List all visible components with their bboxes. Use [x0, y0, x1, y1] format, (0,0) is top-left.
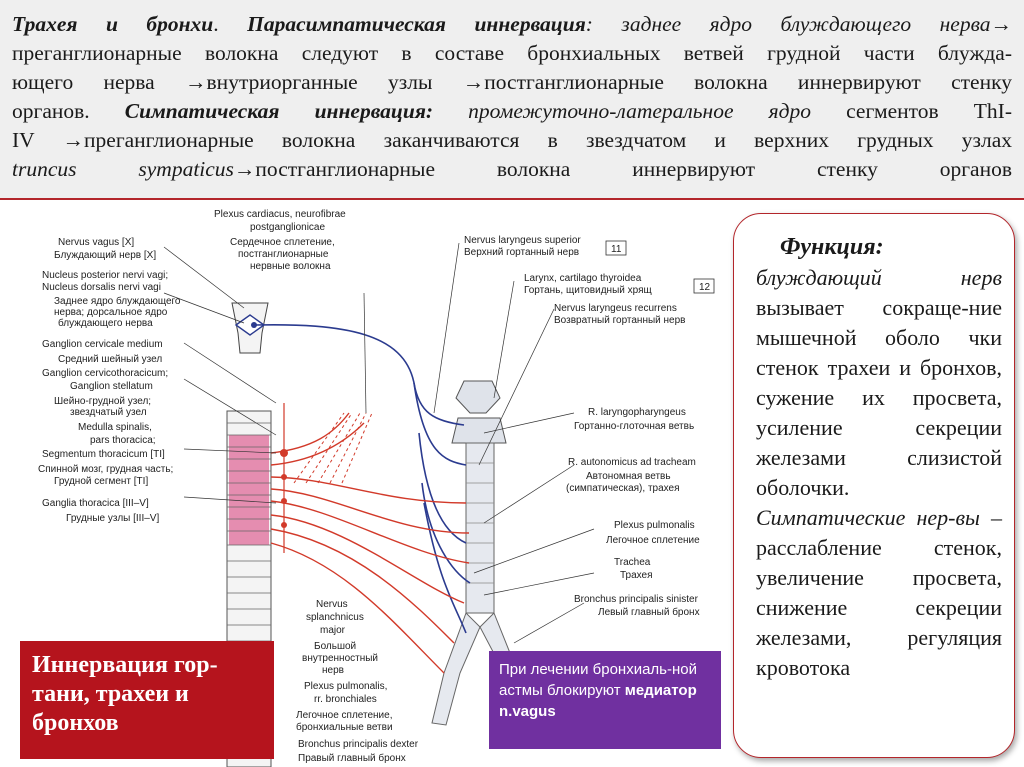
sympathetic-label: Симпатическая иннервация: — [124, 99, 434, 123]
postganglionic-text: →постганглионарные волокна иннервируют с… — [233, 157, 1012, 181]
label-pulmonary-plexus-bottom-ru: Легочное сплетение, — [296, 710, 392, 721]
right-labels: Nervus laryngeus superior Верхний гортан… — [464, 235, 715, 618]
label-rr-bronchiales: rr. bronchiales — [314, 694, 377, 705]
asthma-note-box: При лечении бронхиаль-ной астмы блокирую… — [489, 651, 721, 749]
bottom-labels: Nervus splanchnicus major Большой внутре… — [296, 599, 419, 764]
header-line-5: IV →преганглионарные волокна заканчивают… — [12, 128, 1012, 152]
header-line-6: truncus sympaticus→постганглионарные вол… — [12, 155, 1012, 184]
label-ganglion-cervicothoracicum: Ganglion cervicothoracicum; — [42, 368, 168, 379]
vagus-effects-text: вызывает сокраще-ние мышечной оболо чки … — [756, 295, 1002, 500]
label-recurrent-laryngeal-ru: Возвратный гортанный нерв — [554, 315, 686, 326]
title-separator: . — [213, 12, 248, 36]
vagus-italic: блуждающий нерв — [756, 265, 1002, 290]
top-labels: Plexus cardiacus, neurofibrae postgangli… — [214, 209, 346, 272]
label-plexus-pulmonalis-rr: Plexus pulmonalis, — [304, 681, 387, 692]
header-line-2: преганглионарные волокна следуют в соста… — [12, 41, 1012, 65]
segments-text: сегментов ThI- — [811, 99, 1012, 123]
label-thyroid-cartilage-ru: Гортань, щитовидный хрящ — [524, 285, 652, 296]
ref-box-12 — [693, 278, 715, 294]
label-major: major — [320, 625, 346, 636]
label-autonomic-branch-ru: Автономная ветвь — [586, 471, 671, 482]
label-laryngopharyngeal-ru: Гортанно-глоточная ветвь — [574, 421, 694, 432]
innervation-caption-box: Иннервация гор-тани, трахеи и бронхов — [20, 641, 274, 759]
label-sympathetic-trachea-ru: (симпатическая), трахея — [566, 483, 680, 494]
label-visceral-ru: внутренностный — [302, 653, 378, 664]
label-laryngeus-recurrens: Nervus laryngeus recurrens — [554, 303, 677, 314]
label-nerve-ru: нерв — [322, 665, 344, 676]
label-nucleus-posterior: Nucleus posterior nervi vagi; — [42, 270, 168, 281]
label-postganglionicae: postganglionicae — [250, 222, 325, 233]
label-plexus-cardiacus: Plexus cardiacus, neurofibrae — [214, 209, 346, 220]
ref-number-11: 11 — [611, 244, 622, 255]
header-line-1: Трахея и бронхи. Парасимпатическая иннер… — [12, 10, 1012, 39]
nucleus-text: промежуточно-латеральное ядро — [433, 99, 811, 123]
function-text: блуждающий нерв вызывает сокраще-ние мыш… — [756, 263, 1002, 683]
label-thoracic-ganglia-ru: Грудные узлы [III–V] — [66, 513, 159, 524]
cardiac-plexus-fibers — [293, 412, 373, 484]
parasympathetic-text: : заднее ядро блуждающего нерва→ — [585, 12, 1013, 36]
header-line-4: органов. Симпатическая иннервация: проме… — [12, 97, 1012, 126]
label-autonomicus-tracheam: R. autonomicus ad tracheam — [568, 457, 696, 468]
label-larynx-thyroidea: Larynx, cartilago thyroidea — [524, 273, 642, 284]
asthma-note-text: При лечении бронхиаль-ной астмы блокирую… — [499, 661, 697, 699]
label-nervus-vagus: Nervus vagus [X] — [58, 237, 134, 248]
header-text-block: Трахея и бронхи. Парасимпатическая иннер… — [0, 0, 1024, 200]
ref-number-12: 12 — [699, 282, 711, 293]
function-title: Функция: — [780, 234, 884, 260]
innervation-diagram: Nervus vagus [X] Блуждающий нерв [X] Nuc… — [14, 203, 720, 767]
label-splanchnicus: splanchnicus — [306, 612, 364, 623]
label-cardiac-plexus-ru: Сердечное сплетение, — [230, 237, 335, 248]
label-laryngeus-superior: Nervus laryngeus superior — [464, 235, 581, 246]
vagus-nerves — [253, 323, 471, 634]
left-labels: Nervus vagus [X] Блуждающий нерв [X] Nuc… — [38, 237, 181, 524]
label-laryngopharyngeus: R. laryngopharyngeus — [588, 407, 686, 418]
header-line-3: ющего нерва →внутриорганные узлы →постга… — [12, 70, 1012, 94]
label-right-bronchus-ru: Правый главный бронх — [298, 752, 406, 764]
label-bronchus-sinister: Bronchus principalis sinister — [574, 594, 699, 605]
label-postganglionic-ru: постганглионарные — [238, 249, 329, 260]
label-nerve-fibers-ru: нервные волокна — [250, 261, 331, 272]
label-ganglion-cervicale-medium: Ganglion cervicale medium — [42, 339, 163, 350]
sympathetic-italic: Симпатические нер-вы — [756, 505, 980, 530]
label-nervus: Nervus — [316, 599, 348, 610]
sympathetic-effects-text: – расслабление стенок, увеличение просве… — [756, 505, 1002, 680]
brainstem — [231, 302, 269, 354]
topic-title: Трахея и бронхи — [12, 12, 214, 36]
label-left-bronchus-ru: Левый главный бронх — [598, 606, 700, 618]
label-bronchus-dexter: Bronchus principalis dexter — [298, 739, 419, 750]
ref-box-11 — [605, 240, 627, 256]
label-posterior-nucleus-ru: Заднее ядро блуждающего — [54, 295, 181, 307]
label-dorsal-nucleus-ru: нерва; дорсальное ядро — [54, 307, 168, 318]
parasympathetic-label: Парасимпатическая иннервация — [247, 12, 586, 36]
label-superior-laryngeal-ru: Верхний гортанный нерв — [464, 247, 579, 258]
mediator-bold-text: медиатор n.vagus — [499, 682, 697, 720]
label-thoracic-segment-ru: Грудной сегмент [TI] — [54, 476, 148, 487]
diagram-svg: Nervus vagus [X] Блуждающий нерв [X] Nuc… — [38, 209, 715, 767]
label-bronchial-branches-ru: бронхиальные ветви — [296, 721, 393, 733]
function-box: Функция: блуждающий нерв вызывает сокращ… — [733, 213, 1015, 758]
label-segmentum-thoracicum: Segmentum thoracicum [TI] — [42, 449, 165, 460]
label-pulmonary-plexus-ru: Легочное сплетение — [606, 535, 700, 546]
label-cervicothoracic-ru: Шейно-грудной узел; — [54, 396, 151, 407]
label-trachea: Trachea — [614, 557, 651, 568]
label-stellate-ru: звездчатый узел — [70, 407, 147, 418]
label-nucleus-dorsalis: Nucleus dorsalis nervi vagi — [42, 282, 161, 293]
label-middle-cervical-ru: Средний шейный узел — [58, 354, 162, 365]
label-ganglion-stellatum: Ganglion stellatum — [70, 381, 153, 392]
label-vagus-ru: Блуждающий нерв [X] — [54, 250, 156, 261]
label-trachea-ru: Трахея — [620, 570, 653, 581]
label-plexus-pulmonalis: Plexus pulmonalis — [614, 520, 695, 531]
label-pars-thoracica: pars thoracica; — [90, 435, 156, 446]
organs-text: органов. — [12, 99, 125, 123]
label-ganglia-thoracica: Ganglia thoracica [III–V] — [42, 498, 149, 509]
leader-lines — [163, 242, 595, 644]
truncus-text: truncus sympaticus — [12, 157, 234, 181]
label-spinal-cord-ru: Спинной мозг, грудная часть; — [38, 464, 173, 475]
label-medulla-spinalis: Medulla spinalis, — [78, 422, 152, 433]
label-vagus-nucleus-ru: блуждающего нерва — [58, 317, 153, 329]
thoracic-segment-highlight — [229, 435, 269, 545]
label-large-ru: Большой — [314, 641, 356, 652]
